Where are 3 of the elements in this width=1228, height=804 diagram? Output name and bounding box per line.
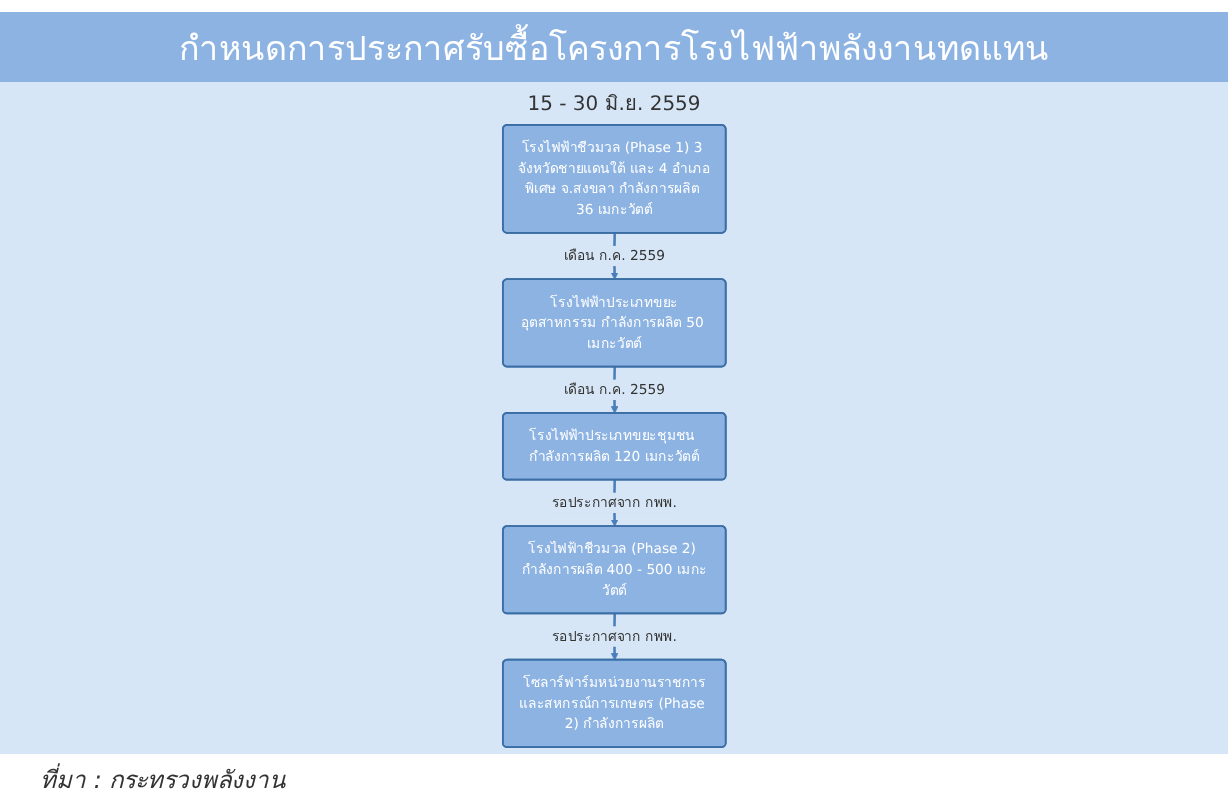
date-label: 15 - 30 มิ.ย. 2559: [527, 94, 701, 116]
caption: ที่มา : กระทรวงพลังงาน: [40, 766, 286, 794]
title-banner: กำหนดการประกาศรับซื้อโครงการโรงไฟฟ้าพลังงานทดแทน: [0, 12, 1228, 82]
